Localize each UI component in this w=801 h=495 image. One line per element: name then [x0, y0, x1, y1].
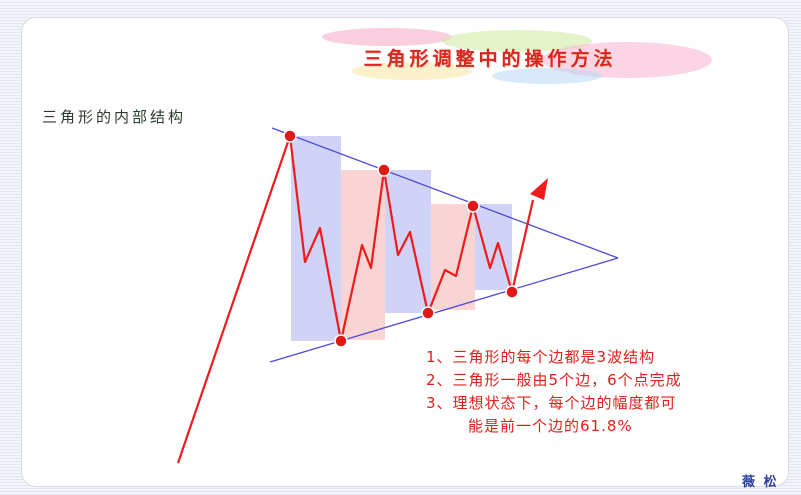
- author-signature: 薇 松: [742, 475, 779, 490]
- notes-list: 1、三角形的每个边都是3波结构 2、三角形一般由5个边，6个点完成 3、理想状态…: [426, 346, 766, 438]
- slide-title: 三角形调整中的操作方法: [363, 48, 617, 70]
- turning-point-6: [505, 285, 519, 299]
- triangle-wave-path: [288, 135, 535, 343]
- section-heading: 三角形的内部结构: [42, 108, 187, 126]
- turning-point-2: [334, 334, 348, 348]
- title-banner-blob-5: [492, 68, 602, 84]
- breakout-arrow-head: [530, 178, 548, 200]
- note-item-3-continued: 能是前一个边的61.8%: [468, 417, 633, 435]
- lower-trendline: [269, 257, 619, 363]
- upper-trendline: [271, 127, 619, 259]
- prior-trend-line: [176, 135, 292, 464]
- note-item-3: 3、理想状态下，每个边的幅度都可: [426, 394, 677, 412]
- title-banner-blob-1: [322, 28, 452, 46]
- title-banner-blob-2: [442, 30, 592, 52]
- note-item-1: 1、三角形的每个边都是3波结构: [426, 348, 656, 366]
- turning-point-5: [466, 199, 480, 213]
- turning-point-4: [421, 306, 435, 320]
- wave-box-4: [431, 204, 475, 310]
- turning-point-1: [283, 129, 297, 143]
- turning-point-3: [377, 163, 391, 177]
- title-banner-blob-4: [352, 62, 472, 80]
- wave-box-5: [475, 204, 512, 290]
- note-item-2: 2、三角形一般由5个边，6个点完成: [426, 371, 682, 389]
